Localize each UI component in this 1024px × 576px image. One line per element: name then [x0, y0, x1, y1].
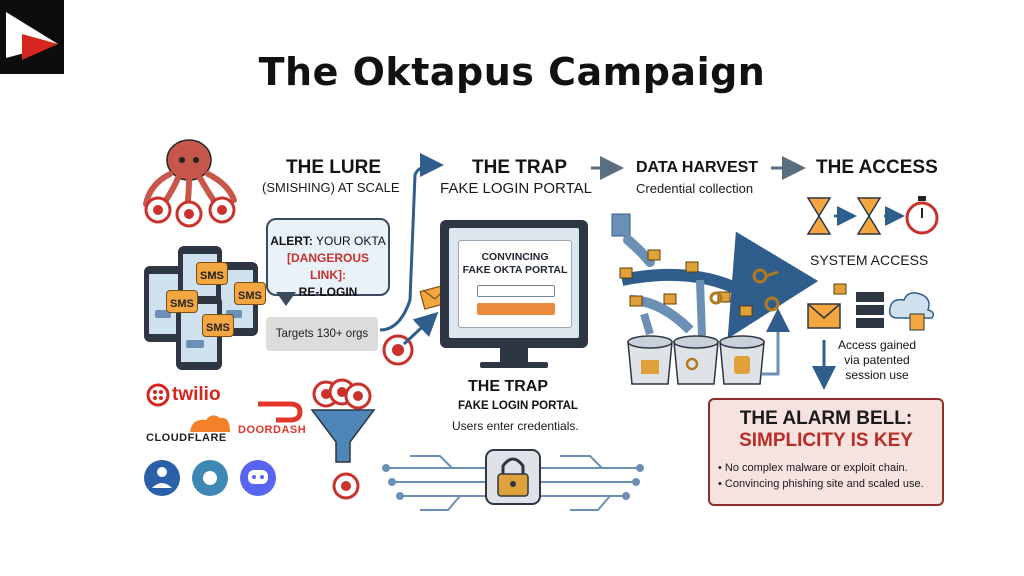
- alarm-bullet: • Convincing phishing site and scaled us…: [718, 478, 924, 490]
- target-icon: [144, 196, 236, 228]
- cloud-icon: [888, 292, 935, 331]
- trap-detail-note: Users enter credentials.: [452, 419, 579, 433]
- sms-alert-bubble: ALERT: YOUR OKTA [DANGEROUS LINK]: RE-LO…: [266, 218, 390, 299]
- hourglass-icon: [806, 197, 882, 235]
- twilio-wordmark: twilio: [172, 384, 221, 405]
- alert-prefix: ALERT:: [270, 234, 313, 248]
- alarm-subtitle: SIMPLICITY IS KEY: [739, 430, 913, 451]
- targets-badge: Targets 130+ orgs: [266, 317, 378, 351]
- access-note: Access gained via patented session use: [832, 338, 922, 383]
- stage-harvest-heading: DATA HARVEST: [636, 159, 759, 176]
- cloudflare-icon: [190, 415, 230, 432]
- discord-icon: [240, 460, 276, 496]
- doordash-wordmark: DOORDASH: [238, 424, 307, 436]
- stage-lure-subtitle: (SMISHING) AT SCALE: [262, 180, 400, 195]
- alert-action: RE-LOGIN: [298, 285, 358, 299]
- page-title: The Oktapus Campaign: [258, 50, 766, 94]
- monitor-icon: [480, 348, 548, 368]
- funnel-icon: [310, 378, 376, 463]
- alarm-bell-box: THE ALARM BELL: SIMPLICITY IS KEY • No c…: [708, 398, 944, 506]
- bucket-icon: [627, 335, 765, 385]
- stage-access-heading: THE ACCESS: [816, 157, 938, 178]
- padlock-icon: [485, 449, 541, 505]
- alert-text: YOUR OKTA: [316, 234, 386, 248]
- system-access-label: SYSTEM ACCESS: [810, 252, 929, 268]
- portal-password-field: [477, 285, 555, 297]
- play-logo-icon: [6, 12, 58, 60]
- doordash-icon: [258, 401, 303, 423]
- sms-badge: SMS: [166, 290, 198, 313]
- portal-line1: CONVINCING: [481, 251, 549, 263]
- trap-detail-subtitle: FAKE LOGIN PORTAL: [458, 400, 578, 412]
- twilio-icon: [146, 383, 170, 407]
- sms-badge: SMS: [202, 314, 234, 337]
- bubble-tail: [276, 292, 296, 306]
- sms-badge: SMS: [234, 282, 266, 305]
- document-icon: [611, 213, 631, 237]
- target-icon: [332, 472, 360, 500]
- padlock-icon: [619, 249, 753, 317]
- stage-lure-heading: THE LURE: [286, 157, 381, 178]
- padlock-icon: [833, 283, 847, 295]
- access-note-line2: via patented: [844, 353, 910, 367]
- portal-line2: FAKE OKTA PORTAL: [462, 264, 568, 276]
- access-note-line1: Access gained: [837, 338, 917, 352]
- cloudflare-wordmark: CLOUDFLARE: [146, 432, 227, 444]
- portal-login-button: [477, 303, 555, 315]
- access-note-line3: session use: [845, 368, 909, 382]
- gear-icon: [192, 460, 228, 496]
- sms-badge: SMS: [196, 262, 228, 285]
- alarm-bullet: • No complex malware or exploit chain.: [718, 462, 908, 474]
- envelope-icon: [807, 303, 841, 329]
- alarm-title: THE ALARM BELL:: [739, 408, 913, 429]
- alert-danger-link: [DANGEROUS LINK]:: [286, 251, 369, 282]
- stage-harvest-subtitle: Credential collection: [636, 181, 754, 196]
- key-icon: [709, 268, 780, 312]
- stage-trap-subtitle: FAKE LOGIN PORTAL: [440, 180, 592, 197]
- app-icon: [144, 460, 180, 496]
- stopwatch-icon: [905, 196, 939, 235]
- stage-trap-heading: THE TRAP: [472, 157, 567, 178]
- fake-portal-card: CONVINCING FAKE OKTA PORTAL: [458, 240, 572, 328]
- brand-logo: [0, 0, 64, 74]
- server-icon: [856, 292, 884, 328]
- trap-detail-heading: THE TRAP: [468, 378, 548, 395]
- circuit-icon: [382, 455, 644, 511]
